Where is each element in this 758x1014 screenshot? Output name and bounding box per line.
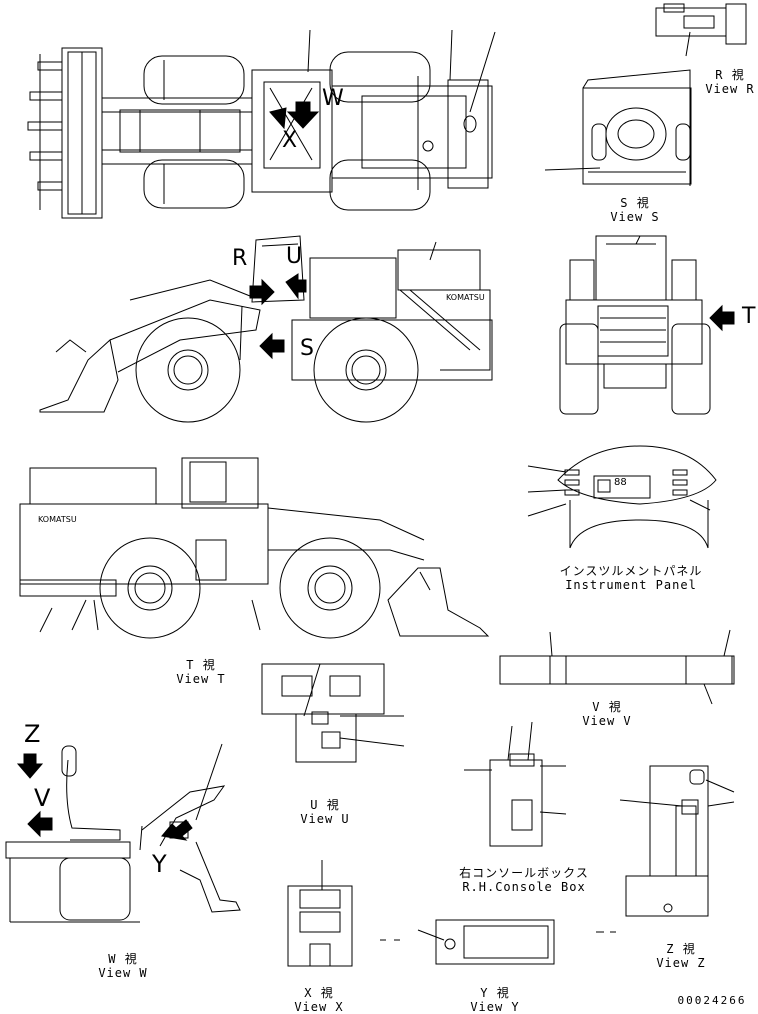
instrument-panel-en: Instrument Panel xyxy=(565,578,697,592)
arrow-icon-s xyxy=(260,334,284,358)
instrument-panel-label: インスツルメントパネル Instrument Panel xyxy=(556,564,706,592)
view-u-en: View U xyxy=(300,812,350,826)
panel-display: 88 xyxy=(614,477,627,488)
view-w-jp: W 視 xyxy=(108,952,138,966)
view-u-drawing xyxy=(262,664,404,762)
svg-text:KOMATSU: KOMATSU xyxy=(446,293,485,302)
view-arrows xyxy=(18,102,734,840)
view-w-en: View W xyxy=(98,966,148,980)
view-y-drawing xyxy=(380,920,554,964)
view-v-drawing xyxy=(500,630,734,704)
view-r-en: View R xyxy=(705,82,755,96)
arrow-icon-t xyxy=(710,306,734,330)
view-r-jp: R 視 xyxy=(715,68,745,82)
right-side-view-machine: KOMATSU xyxy=(20,458,488,638)
console-box-label: 右コンソールボックス R.H.Console Box xyxy=(456,866,592,894)
view-t-jp: T 視 xyxy=(186,658,216,672)
top-view-machine xyxy=(28,30,495,218)
arrow-icon-x-top xyxy=(270,108,286,128)
view-v-jp: V 視 xyxy=(592,700,622,714)
arrow-icon-u xyxy=(286,274,306,298)
arrow-icon-y xyxy=(162,820,192,840)
view-u-jp: U 視 xyxy=(310,798,340,812)
view-y-jp: Y 視 xyxy=(480,986,510,1000)
marker-t-front: T xyxy=(742,304,756,329)
arrow-icon-r xyxy=(250,280,274,304)
arrow-icon-v xyxy=(28,812,52,836)
view-r-label: R 視 View R xyxy=(700,68,758,96)
view-y-en: View Y xyxy=(470,1000,520,1014)
view-t-en: View T xyxy=(176,672,226,686)
marker-x-top: X xyxy=(282,128,298,153)
view-z-jp: Z 視 xyxy=(666,942,696,956)
left-side-view-machine: KOMATSU xyxy=(40,236,492,422)
view-z-drawing xyxy=(596,766,734,932)
console-box-drawing xyxy=(464,722,566,846)
console-box-jp: 右コンソールボックス xyxy=(459,866,589,880)
marker-s-side: S xyxy=(300,336,314,361)
view-x-label: X 視 View X xyxy=(284,986,354,1014)
instrument-panel-jp: インスツルメントパネル xyxy=(559,564,703,578)
view-r-drawing xyxy=(656,4,746,56)
view-s-drawing xyxy=(545,70,691,186)
marker-v-cab: V xyxy=(34,784,51,812)
marker-w-top: W xyxy=(322,86,344,111)
view-w-drawing xyxy=(6,744,240,922)
drawing-number: 00024266 xyxy=(677,994,747,1007)
view-z-label: Z 視 View Z xyxy=(646,942,716,970)
svg-text:KOMATSU: KOMATSU xyxy=(38,515,77,524)
view-t-label: T 視 View T xyxy=(166,658,236,686)
view-w-label: W 視 View W xyxy=(88,952,158,980)
instrument-panel-drawing xyxy=(528,446,716,548)
view-v-en: View V xyxy=(582,714,632,728)
view-s-label: S 視 View S xyxy=(600,196,670,224)
marker-y-cab: Y xyxy=(152,850,167,878)
console-box-en: R.H.Console Box xyxy=(462,880,586,894)
view-s-en: View S xyxy=(610,210,660,224)
arrow-icon-w-top xyxy=(288,102,318,128)
view-s-jp: S 視 xyxy=(620,196,650,210)
view-z-en: View Z xyxy=(656,956,706,970)
view-v-label: V 視 View V xyxy=(572,700,642,728)
front-view-machine xyxy=(560,236,710,414)
view-y-label: Y 視 View Y xyxy=(460,986,530,1014)
view-x-jp: X 視 xyxy=(304,986,334,1000)
marker-z-cab: Z xyxy=(24,720,41,748)
view-x-en: View X xyxy=(294,1000,344,1014)
view-x-drawing xyxy=(288,860,352,966)
arrow-icon-z xyxy=(18,754,42,778)
marker-r-side: R xyxy=(232,246,248,271)
marker-u-side: U xyxy=(286,244,303,269)
view-u-label: U 視 View U xyxy=(290,798,360,826)
